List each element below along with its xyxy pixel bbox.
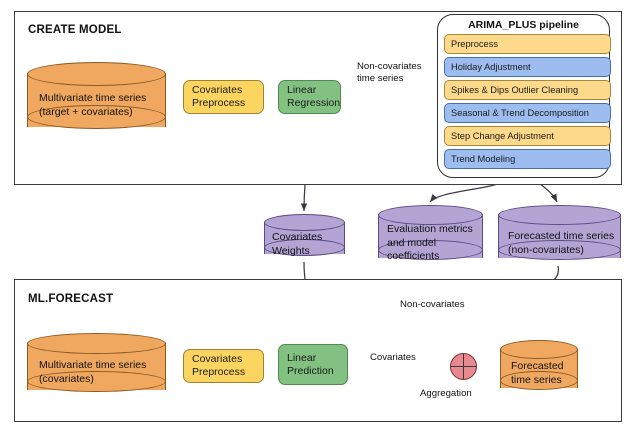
forecast-noncov-line1: Forecasted time series [508, 230, 615, 242]
pipeline-step-1[interactable]: Preprocess [444, 34, 611, 54]
covariates-preprocess-line2: Preprocess [192, 97, 246, 109]
covariates-weights-datastore: Covariates Weights [264, 214, 345, 261]
ml-forecast-title: ML.FORECAST [28, 293, 114, 305]
evaluation-metrics-line3: coefficients [387, 250, 440, 262]
ml-output-line1: Forecasted [511, 360, 564, 372]
pipeline-step-label: Trend Modeling [451, 153, 516, 164]
ml-forecast-output-datastore: Forecasted time series [500, 340, 578, 397]
pipeline-step-2[interactable]: Holiday Adjustment [444, 57, 611, 77]
edge-label-line1: Non-covariates [357, 61, 422, 72]
linear-prediction-line1: Linear [287, 351, 317, 364]
ml-preprocess-line2: Preprocess [192, 366, 246, 378]
create-model-title: CREATE MODEL [28, 24, 122, 36]
pipeline-step-3[interactable]: Spikes & Dips Outlier Cleaning [444, 80, 611, 100]
edge-label-line2: time series [357, 73, 404, 84]
arima-plus-pipeline-title: ARIMA_PLUS pipeline [468, 19, 579, 31]
evaluation-metrics-line1: Evaluation metrics [387, 223, 473, 235]
pipeline-step-label: Step Change Adjustment [451, 130, 554, 141]
ml-input-datastore-line2: (covariates) [39, 372, 94, 385]
input-datastore-line2: (target + covariates) [39, 105, 133, 118]
linear-regression-box[interactable]: Linear Regression [278, 80, 341, 114]
aggregation-label: Aggregation [420, 388, 472, 399]
covariates-preprocess-box[interactable]: Covariates Preprocess [183, 80, 264, 114]
forecast-noncov-line2: (non-covariates) [508, 243, 584, 256]
aggregation-node [450, 353, 477, 380]
linear-regression-line2: Regression [287, 97, 341, 109]
create-model-input-datastore: Multivariate time series (target + covar… [27, 62, 166, 138]
ml-covariates-preprocess-box[interactable]: Covariates Preprocess [183, 349, 264, 383]
linear-prediction-box[interactable]: Linear Prediction [278, 344, 348, 385]
ml-forecast-input-datastore: Multivariate time series (covariates) [27, 333, 166, 400]
ml-input-datastore-line1: Multivariate time series [39, 359, 147, 371]
covariates-preprocess-line1: Covariates [192, 84, 243, 96]
input-datastore-line1: Multivariate time series [39, 92, 147, 104]
covariates-weights-line2: Weights [272, 244, 310, 257]
evaluation-metrics-line2: and model [387, 236, 437, 249]
pipeline-step-label: Spikes & Dips Outlier Cleaning [451, 84, 579, 95]
pipeline-step-5[interactable]: Step Change Adjustment [444, 126, 611, 146]
edge-label-non-covariates-time-series: Non-covariates time series [357, 61, 422, 85]
linear-prediction-line2: Prediction [287, 364, 334, 377]
forecasted-non-covariates-datastore: Forecasted time series (non-covariates) [498, 205, 621, 267]
evaluation-metrics-datastore: Evaluation metrics and model coefficient… [378, 205, 483, 267]
ml-output-line2: time series [511, 373, 562, 386]
pipeline-step-4[interactable]: Seasonal & Trend Decomposition [444, 103, 611, 123]
covariates-weights-line1: Covariates [272, 231, 323, 243]
pipeline-step-6[interactable]: Trend Modeling [444, 149, 611, 169]
linear-regression-line1: Linear [287, 84, 317, 96]
edge-label-non-covariates: Non-covariates [400, 299, 465, 310]
pipeline-step-label: Seasonal & Trend Decomposition [451, 107, 589, 118]
pipeline-step-label: Holiday Adjustment [451, 61, 531, 72]
edge-label-covariates: Covariates [370, 352, 416, 363]
pipeline-step-label: Preprocess [451, 38, 499, 49]
ml-preprocess-line1: Covariates [192, 353, 243, 365]
